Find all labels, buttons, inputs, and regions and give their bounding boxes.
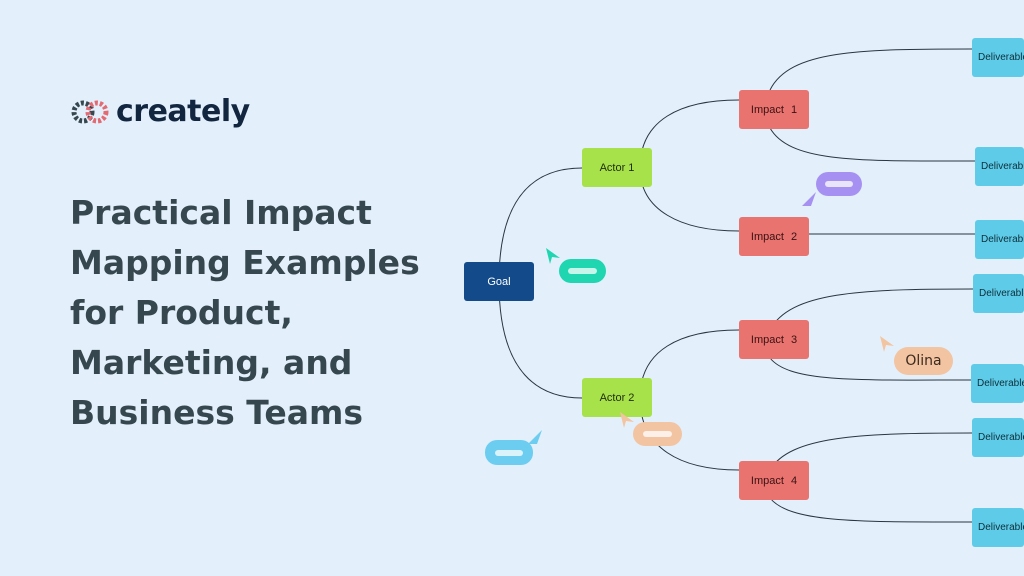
actor-node[interactable]: Actor 2	[582, 378, 652, 417]
collaborator-cursor-icon	[546, 248, 560, 264]
title-line: Business Teams	[70, 393, 364, 432]
connector	[769, 288, 974, 331]
impact-node[interactable]: Impact 2	[739, 217, 809, 256]
connector	[639, 99, 740, 169]
title-line: Practical Impact	[70, 193, 372, 232]
connector	[498, 167, 583, 283]
collaborator-cursor-icon	[620, 412, 634, 428]
connector	[769, 432, 973, 471]
connector	[769, 497, 973, 523]
connector	[769, 48, 973, 91]
brand-name: creately	[116, 94, 250, 129]
collaborator-label	[633, 422, 682, 446]
goal-node[interactable]: Goal	[464, 262, 534, 301]
deliverable-node[interactable]: Deliverable	[972, 38, 1024, 77]
deliverable-node[interactable]: Deliverable	[975, 220, 1024, 259]
collaborator-label	[485, 440, 533, 465]
deliverable-node[interactable]: Deliverable	[972, 418, 1024, 457]
collaborator-cursor-icon	[880, 336, 894, 352]
collaborator-name-label: Olina	[894, 347, 953, 375]
collaborator-cursor-icon	[528, 430, 542, 444]
actor-node[interactable]: Actor 1	[582, 148, 652, 187]
impact-node[interactable]: Impact 3	[739, 320, 809, 359]
creately-logo-icon	[71, 100, 109, 123]
deliverable-node[interactable]: Deliverable	[975, 147, 1024, 186]
connector	[498, 281, 583, 399]
impact-node[interactable]: Impact 1	[739, 90, 809, 129]
connector	[639, 329, 740, 399]
deliverable-node[interactable]: Deliverable	[973, 274, 1024, 313]
title-line: Marketing, and	[70, 343, 353, 382]
connector	[639, 167, 740, 232]
connector	[769, 357, 972, 381]
title-line: for Product,	[70, 293, 293, 332]
connector	[769, 127, 976, 162]
creately-logo[interactable]: creately	[70, 94, 250, 129]
impact-node[interactable]: Impact 4	[739, 461, 809, 500]
page-title: Practical Impact Mapping Examples for Pr…	[70, 188, 450, 438]
title-line: Mapping Examples	[70, 243, 420, 282]
deliverable-node[interactable]: Deliverable	[972, 508, 1024, 547]
collaborator-label	[816, 172, 862, 196]
collaborator-label	[559, 259, 606, 283]
collaborator-cursor-icon	[802, 192, 816, 206]
deliverable-node[interactable]: Deliverable	[971, 364, 1024, 403]
